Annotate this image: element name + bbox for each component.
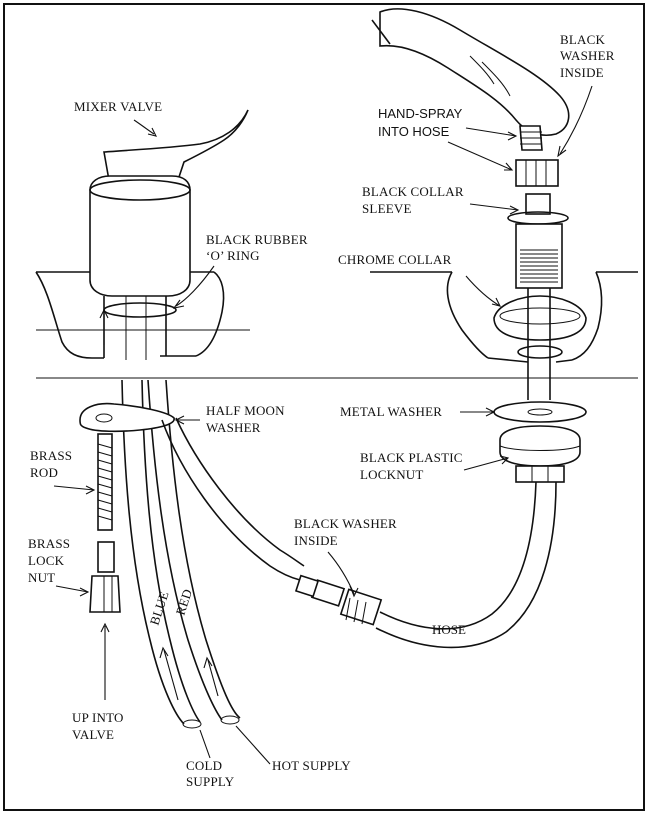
label-black-collar-sleeve-2: SLEEVE [362,201,412,216]
hose-stem [527,288,551,400]
label-half-moon-2: WASHER [206,420,261,435]
hand-spray [371,8,570,289]
chrome-collar [493,295,587,359]
metal-washer [493,401,587,423]
flexible-hose [161,417,557,649]
label-half-moon-1: HALF MOON [206,403,285,418]
label-blue-pipe: BLUE [147,589,172,627]
label-black-plastic-locknut-1: BLACK PLASTIC [360,450,463,465]
label-metal-washer: METAL WASHER [340,404,442,419]
label-black-washer-top-3: INSIDE [560,65,604,80]
label-brass-rod-1: BRASS [30,448,72,463]
label-cold-supply-2: SUPPLY [186,774,235,789]
label-black-rubber-o-ring-2: ‘O’ RING [206,248,260,263]
mixer-valve [89,109,249,360]
label-up-into-valve-1: UP INTO [72,710,124,725]
label-black-plastic-locknut-2: LOCKNUT [360,467,424,482]
label-up-into-valve-2: VALVE [72,727,114,742]
label-brass-lock-nut-1: BRASS [28,536,70,551]
label-cold-supply-1: COLD [186,758,222,773]
label-black-washer-hose-2: INSIDE [294,533,338,548]
label-brass-lock-nut-2: LOCK [28,553,65,568]
label-hand-spray-1: HAND-SPRAY [378,106,463,121]
labels: MIXER VALVE BLACK RUBBER ‘O’ RING BLACK … [28,32,615,789]
label-chrome-collar: CHROME COLLAR [338,252,452,267]
label-black-washer-top-1: BLACK [560,32,605,47]
label-black-rubber-o-ring-1: BLACK RUBBER [206,232,308,247]
label-mixer-valve: MIXER VALVE [74,99,162,114]
half-moon-washer [79,402,175,433]
label-brass-rod-2: ROD [30,465,58,480]
brass-rod-insert-arrow [99,308,109,345]
label-brass-lock-nut-3: NUT [28,570,55,585]
supply-pipes [121,379,241,729]
black-plastic-locknut [499,425,581,483]
brass-rod [97,433,113,531]
label-hand-spray-2: INTO HOSE [378,124,450,139]
label-black-collar-sleeve-1: BLACK COLLAR [362,184,464,199]
label-hose: HOSE [432,622,466,637]
label-black-washer-top-2: WASHER [560,48,615,63]
label-black-washer-hose-1: BLACK WASHER [294,516,397,531]
diagram-frame [3,3,645,811]
brass-lock-nut [89,541,121,700]
label-hot-supply: HOT SUPPLY [272,758,351,773]
